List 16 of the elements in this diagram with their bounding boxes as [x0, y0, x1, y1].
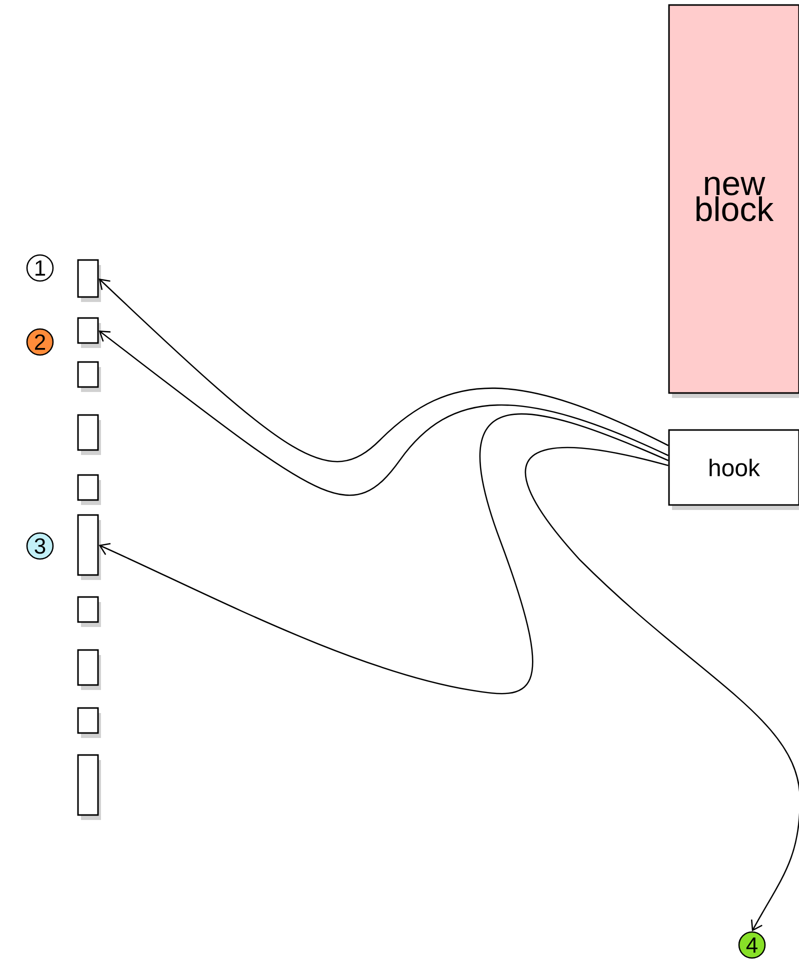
slot-box — [77, 514, 99, 576]
slot-box — [77, 414, 99, 451]
arrow — [98, 413, 668, 694]
block-box: new block — [668, 4, 799, 394]
arrow — [98, 278, 669, 462]
block-box: hook — [668, 429, 799, 506]
slot-box — [77, 649, 99, 686]
slot-box — [77, 754, 99, 816]
slot-box — [77, 361, 99, 388]
slot-box — [77, 259, 99, 298]
slot-box — [77, 596, 99, 623]
slot-box — [77, 707, 99, 734]
arrow — [98, 330, 669, 496]
slot-box — [77, 317, 99, 344]
slot-box — [77, 474, 99, 501]
arrow — [526, 447, 799, 932]
